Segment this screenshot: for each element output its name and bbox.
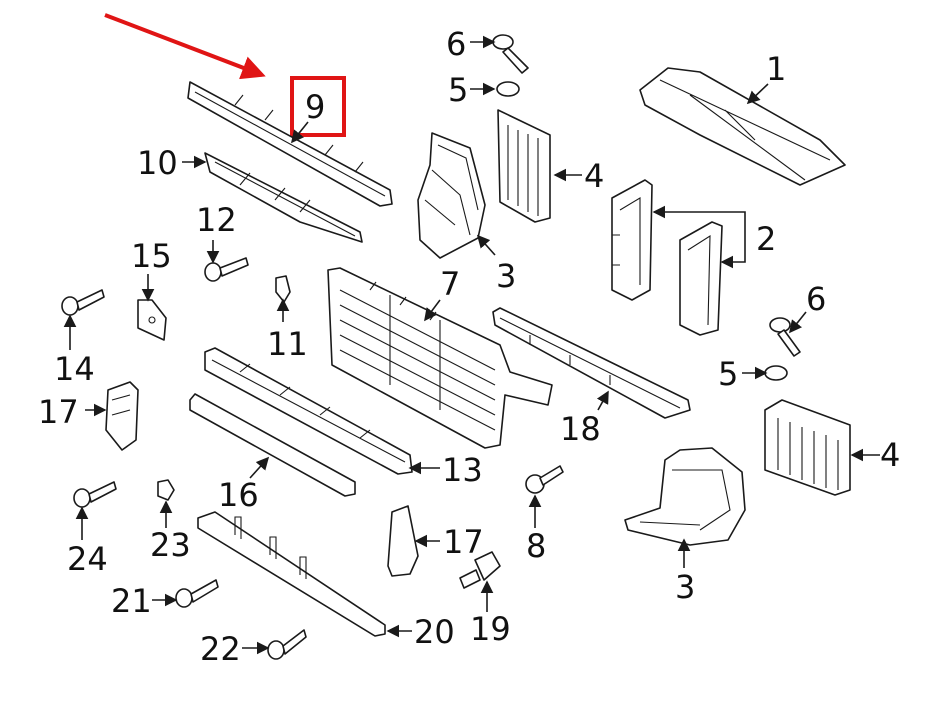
part-12-bolt bbox=[204, 257, 249, 282]
callout-5-upper: 5 bbox=[448, 71, 468, 109]
callout-2: 2 bbox=[756, 220, 776, 258]
callout-3-lower: 3 bbox=[675, 568, 695, 606]
part-19-sensor bbox=[459, 551, 501, 589]
callout-21: 21 bbox=[111, 582, 152, 620]
callout-13: 13 bbox=[442, 451, 483, 489]
part-15-bracket bbox=[137, 299, 167, 341]
part-24-bolt bbox=[73, 481, 117, 508]
part-6-bolt-upper bbox=[492, 34, 529, 74]
leader-lines bbox=[63, 35, 880, 655]
callout-20: 20 bbox=[414, 613, 455, 651]
part-5-clip-lower bbox=[764, 365, 788, 381]
callout-4-upper: 4 bbox=[584, 157, 604, 195]
part-1-air-duct bbox=[639, 67, 846, 186]
callout-10: 10 bbox=[137, 144, 178, 182]
part-2-brackets bbox=[611, 179, 723, 336]
part-4-shutter-lower bbox=[764, 399, 851, 496]
callout-7: 7 bbox=[440, 265, 460, 303]
part-6-bolt-lower bbox=[769, 317, 801, 357]
part-23-clip bbox=[157, 479, 175, 501]
callout-11: 11 bbox=[267, 325, 308, 363]
part-3-deflector-lower bbox=[624, 447, 746, 546]
part-17-bracket-center bbox=[387, 505, 419, 577]
callout-6-upper: 6 bbox=[446, 25, 466, 63]
callout-17-left: 17 bbox=[38, 393, 79, 431]
callout-17-center: 17 bbox=[443, 523, 484, 561]
part-17-bracket-left bbox=[105, 381, 139, 451]
part-5-clip-upper bbox=[496, 81, 520, 97]
callout-19: 19 bbox=[470, 610, 511, 648]
part-18-air-guide bbox=[492, 307, 691, 419]
callout-23: 23 bbox=[150, 526, 191, 564]
part-4-shutter-upper bbox=[497, 109, 551, 223]
callout-1: 1 bbox=[766, 50, 786, 88]
part-10-bracket bbox=[204, 152, 363, 243]
callout-5-lower: 5 bbox=[718, 355, 738, 393]
part-21-bolt bbox=[175, 579, 219, 608]
callout-4-lower: 4 bbox=[880, 436, 900, 474]
callout-9: 9 bbox=[305, 88, 325, 126]
part-11-clip bbox=[275, 275, 291, 303]
highlight-box bbox=[290, 76, 346, 137]
part-14-bolt bbox=[61, 289, 105, 316]
highlight-arrow bbox=[104, 13, 266, 80]
part-3-deflector-upper bbox=[417, 132, 486, 259]
callout-8: 8 bbox=[526, 527, 546, 565]
callout-6-lower: 6 bbox=[806, 280, 826, 318]
callout-16: 16 bbox=[218, 476, 259, 514]
part-20-bottom-deflector bbox=[197, 511, 386, 637]
callout-12: 12 bbox=[196, 201, 237, 239]
part-9-upper-trim bbox=[187, 81, 393, 207]
callout-24: 24 bbox=[67, 540, 108, 578]
callout-14: 14 bbox=[54, 350, 95, 388]
callout-3-upper: 3 bbox=[496, 257, 516, 295]
callout-18: 18 bbox=[560, 410, 601, 448]
callout-15: 15 bbox=[131, 237, 172, 275]
part-8-bolt bbox=[525, 465, 564, 494]
part-22-bolt bbox=[267, 629, 307, 660]
callout-22: 22 bbox=[200, 630, 241, 668]
part-16-lower-strip bbox=[189, 393, 356, 497]
